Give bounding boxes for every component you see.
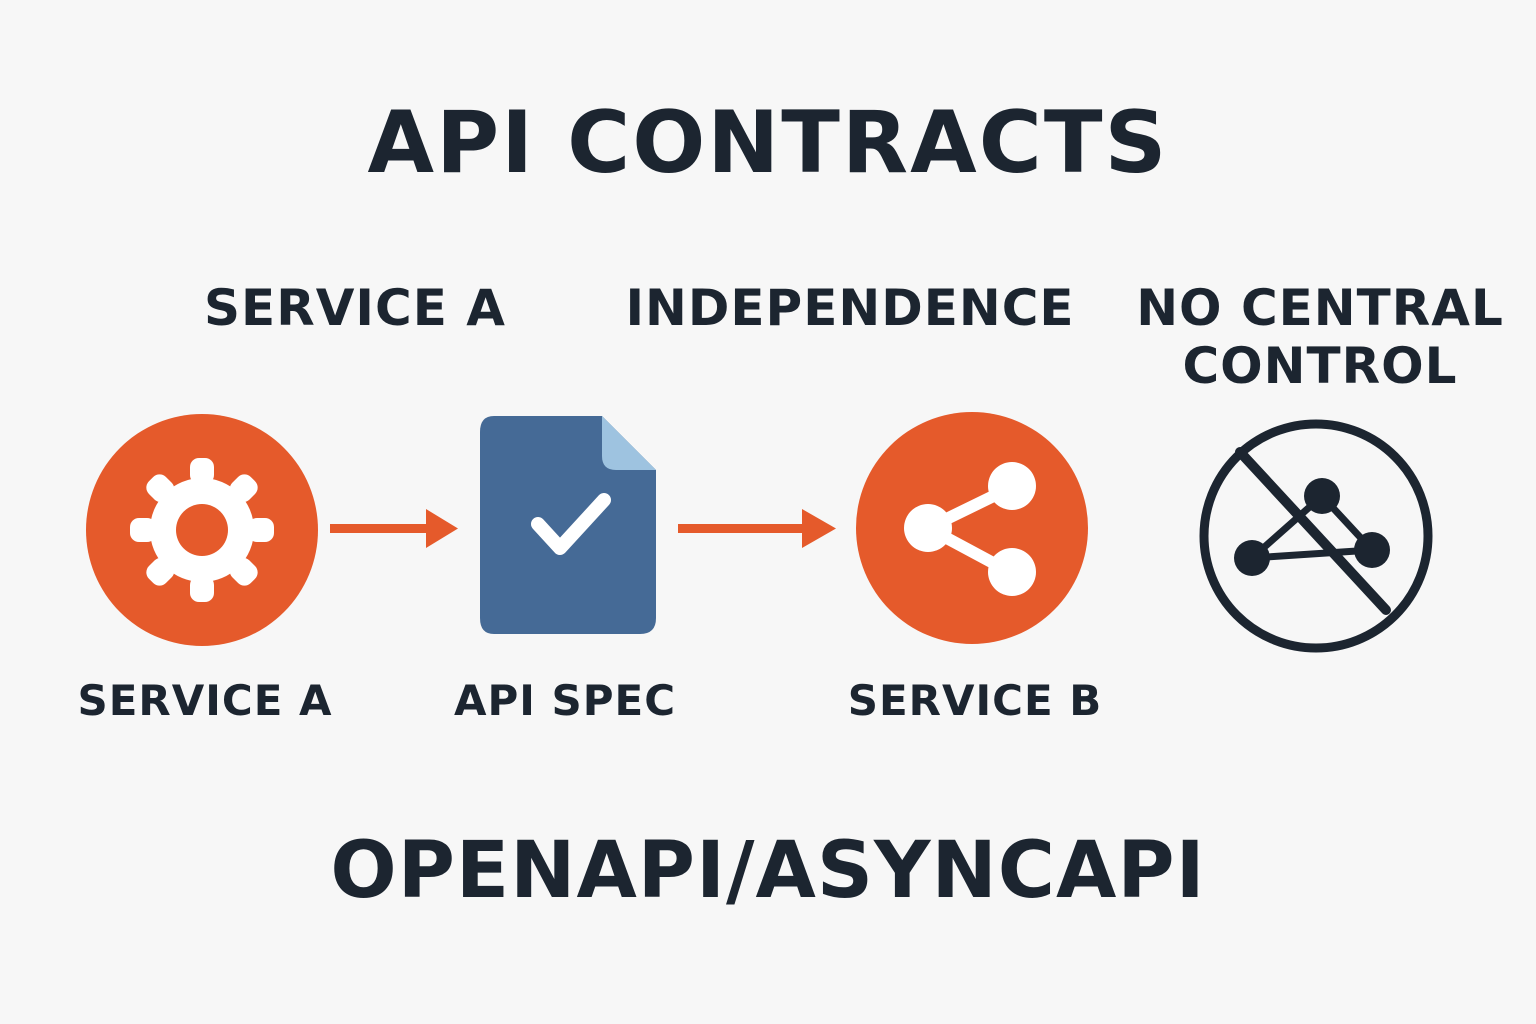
no-central-control-node [1196,416,1436,656]
gear-icon [130,458,274,602]
arrow-spec-to-b [678,506,838,552]
heading-service-a: SERVICE A [204,279,506,337]
service-a-node [84,412,320,648]
footer-title: OPENAPI/ASYNCAPI [330,826,1206,916]
heading-no-central-control: NO CENTRAL CONTROL [1130,279,1510,395]
heading-no-central-line1: NO CENTRAL [1136,279,1504,337]
api-spec-node [478,412,660,638]
api-spec-label: API SPEC [453,676,677,725]
heading-no-central-line2: CONTROL [1182,336,1458,395]
no-network-icon [1199,419,1433,653]
service-a-label: SERVICE A [77,676,333,725]
service-b-label: SERVICE B [847,676,1103,725]
page-title: API CONTRACTS [367,93,1169,193]
share-nodes-icon [904,462,1036,596]
heading-independence: INDEPENDENCE [625,279,1075,337]
document-check-icon [480,416,656,634]
service-b-circle [856,412,1088,644]
service-b-node [854,410,1090,646]
arrow-a-to-spec [330,506,460,552]
